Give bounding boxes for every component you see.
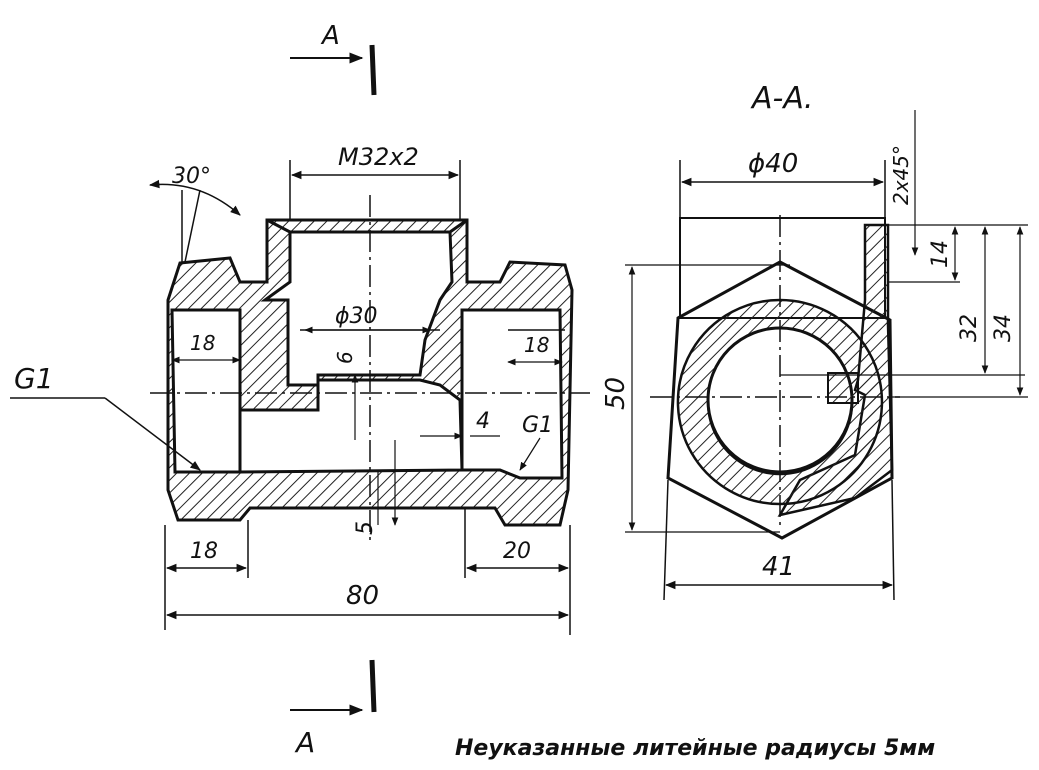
front-view: M32x2 30° G1 18 18 ϕ30 6 4 G1 5 — [10, 143, 590, 635]
dim-height-32: 32 — [957, 314, 982, 342]
dim-depth-left: 18 — [190, 331, 215, 355]
dim-wall-5: 5 — [353, 521, 378, 535]
section-marker-bottom: A — [290, 659, 377, 759]
dim-diameter: ϕ40 — [748, 149, 798, 179]
dim-angle: 30° — [172, 164, 211, 189]
note-casting-radii: Неуказанные литейные радиусы 5мм — [455, 736, 935, 761]
dim-chamfer: 2x45° — [889, 145, 913, 205]
dim-height-50: 50 — [601, 377, 631, 410]
dim-length-left: 18 — [190, 539, 218, 564]
dim-length-right: 20 — [503, 539, 531, 564]
dim-width-41: 41 — [762, 552, 795, 582]
dim-wall-6: 6 — [333, 351, 357, 364]
dim-height-14: 14 — [928, 240, 953, 268]
dim-height-34: 34 — [991, 314, 1016, 342]
dim-bore: ϕ30 — [335, 304, 378, 329]
dim-thread-right: G1 — [522, 413, 553, 438]
side-view: А-А. ϕ40 2x45° 14 32 34 — [601, 81, 1028, 601]
dim-depth-right: 18 — [524, 333, 549, 357]
front-view-bore-top — [260, 230, 454, 387]
section-title: А-А. — [750, 81, 813, 116]
section-marker-top: A — [290, 21, 377, 96]
dim-wall-4: 4 — [476, 409, 490, 434]
section-marker-top-label: A — [320, 21, 340, 51]
dim-thread-top: M32x2 — [338, 143, 419, 171]
dim-thread-left: G1 — [14, 362, 54, 395]
section-marker-bottom-label: A — [294, 726, 315, 759]
dim-overall-length: 80 — [346, 581, 379, 611]
